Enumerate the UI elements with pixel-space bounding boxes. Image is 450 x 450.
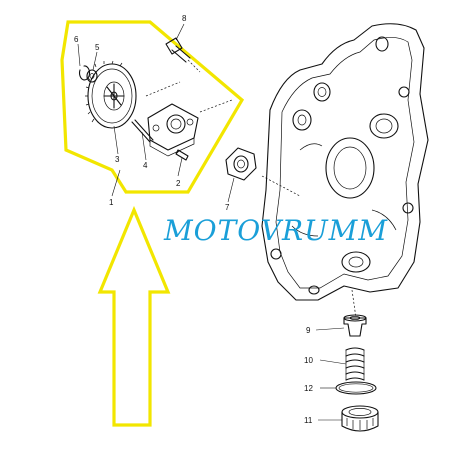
oil-pump-gear — [85, 60, 137, 129]
alignment-line — [199, 99, 233, 113]
callout-3: 3 — [115, 155, 120, 164]
crankcase — [261, 23, 429, 301]
alignment-line — [145, 81, 181, 97]
highlight-arrow — [97, 205, 171, 427]
callout-2: 2 — [176, 179, 181, 188]
bolt — [165, 37, 201, 73]
callout-7: 7 — [225, 203, 230, 212]
strainer-spring — [345, 347, 365, 381]
highlight-frame — [60, 20, 245, 194]
callout-1: 1 — [109, 198, 114, 207]
callout-5: 5 — [95, 43, 100, 52]
callout-4: 4 — [143, 161, 148, 170]
callout-10: 10 — [304, 356, 313, 365]
leader-lines — [77, 23, 347, 421]
callout-6: 6 — [74, 35, 79, 44]
pump-body — [147, 103, 199, 157]
gasket — [225, 147, 257, 181]
pump-screw — [175, 149, 189, 161]
callout-12: 12 — [304, 384, 313, 393]
o-ring — [335, 381, 377, 395]
callout-8: 8 — [182, 14, 187, 23]
alignment-line — [351, 289, 357, 319]
callout-11: 11 — [304, 416, 313, 425]
watermark-text: MOTOVRUMM — [163, 214, 388, 247]
strainer-plug — [343, 314, 367, 337]
strainer-cap — [341, 405, 379, 432]
pump-pin — [131, 119, 154, 143]
washer — [86, 69, 98, 83]
callout-9: 9 — [306, 326, 311, 335]
alignment-line — [261, 175, 301, 197]
